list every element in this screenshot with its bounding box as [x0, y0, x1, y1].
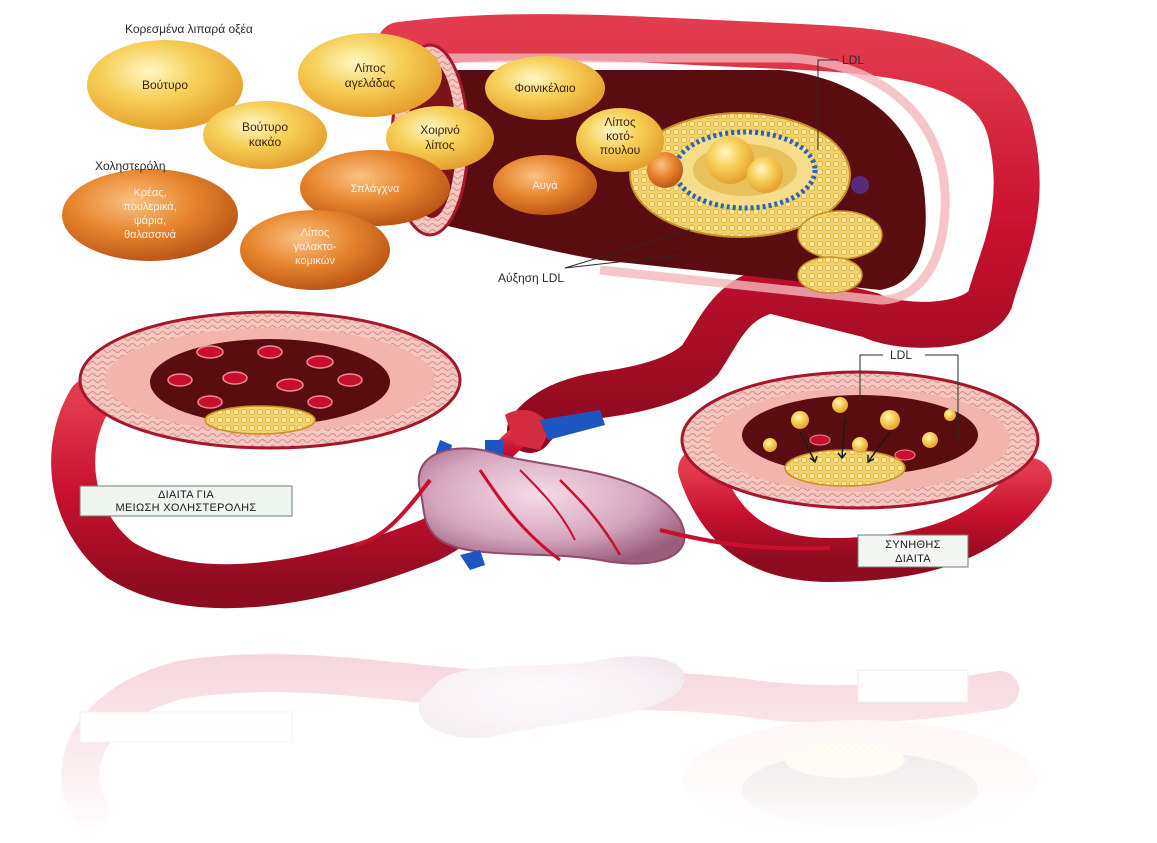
cocoa-butter-ball: Βούτυρο κακάο	[203, 101, 327, 169]
cocoa-butter-label-1: Βούτυρο	[242, 120, 288, 134]
diet-right-line-1: ΣΥΝΗΘΗΣ	[885, 539, 940, 551]
meat-label-4: θαλασσινά	[124, 229, 177, 241]
ldl-label-top: LDL	[842, 53, 864, 67]
dairy-fat-label-3: κομικών	[295, 255, 335, 267]
usual-diet-box: ΣΥΝΗΘΗΣ ΔΙΑΙΤΑ	[858, 535, 968, 567]
beef-fat-ball: Λίπος αγελάδας	[298, 33, 442, 117]
low-cholesterol-diet-box: ΔΙΑΙΤΑ ΓΙΑ ΜΕΙΩΣΗ ΧΟΛΗΣΤΕΡΟΛΗΣ	[80, 486, 292, 516]
eggs-label: Αυγά	[532, 180, 558, 192]
meat-label-3: ψάρια,	[134, 215, 166, 227]
diet-right-line-2: ΔΙΑΙΤΑ	[895, 553, 931, 565]
beef-fat-label-2: αγελάδας	[345, 76, 396, 90]
ldl-increase-label: Αύξηση LDL	[498, 271, 564, 285]
cocoa-butter-label-2: κακάο	[249, 135, 282, 149]
pork-fat-label-2: λίπος	[425, 138, 454, 152]
left-vessel	[73, 312, 473, 586]
chicken-fat-ball: Λίπος κοτό- πουλου	[576, 108, 664, 172]
diet-left-line-2: ΜΕΙΩΣΗ ΧΟΛΗΣΤΕΡΟΛΗΣ	[116, 502, 257, 514]
offal-label: Σπλάγχνα	[351, 183, 400, 195]
meat-ball: Κρέας, πουλερικά, ψάρια, θαλασσινά	[62, 169, 238, 261]
chicken-fat-label-2: κοτό-	[606, 129, 634, 143]
pork-fat-label-1: Χοιρινό	[420, 123, 460, 137]
dairy-fat-label-2: γαλακτο-	[293, 241, 336, 253]
meat-label-2: πουλερικά,	[123, 201, 176, 213]
eggs-ball: Αυγά	[493, 155, 597, 215]
palm-oil-label: Φοινικέλαιο	[514, 81, 575, 95]
diet-left-line-1: ΔΙΑΙΤΑ ΓΙΑ	[158, 489, 214, 501]
palm-oil-ball: Φοινικέλαιο	[485, 56, 605, 120]
dairy-fat-label-1: Λίπος	[301, 227, 330, 239]
chicken-fat-label-1: Λίπος	[604, 115, 635, 129]
ldl-label-right: LDL	[890, 348, 912, 362]
right-vessel	[682, 372, 1038, 560]
meat-label-1: Κρέας,	[133, 187, 166, 199]
beef-fat-label-1: Λίπος	[354, 61, 385, 75]
cholesterol-heading: Χοληστερόλη	[95, 159, 166, 173]
chicken-fat-label-3: πουλου	[600, 143, 640, 157]
dairy-fat-ball: Λίπος γαλακτο- κομικών	[240, 210, 390, 290]
saturated-fats-heading: Κορεσμένα λιπαρά οξέα	[125, 22, 253, 36]
butter-label: Βούτυρο	[142, 78, 188, 92]
